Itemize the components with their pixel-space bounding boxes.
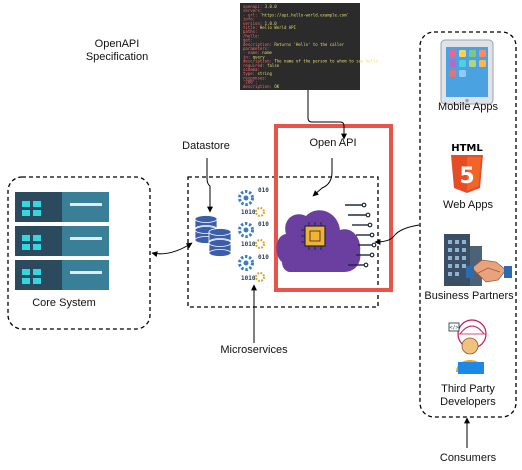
handshake-icon — [466, 259, 512, 283]
code-line: - name: name — [243, 50, 272, 55]
binary-text: 010 — [258, 221, 269, 228]
open-api-label: Open API — [309, 137, 357, 149]
code-line: description: OK — [243, 84, 280, 89]
code-line: type: string — [243, 71, 272, 76]
code-line: required: false — [243, 63, 280, 68]
code-line: description: The name of the person to w… — [243, 59, 378, 64]
connector-consumers-to-cloud — [374, 224, 420, 245]
code-line: title: Hello World API — [243, 25, 297, 30]
microservices-label: Microservices — [220, 344, 288, 356]
svg-text:HTML: HTML — [451, 143, 483, 154]
code-line: paths: — [243, 29, 257, 34]
code-line: - url: 'https://api.hello-world.example.… — [243, 12, 349, 17]
connector-spec-to-openapi — [307, 90, 347, 140]
core-system-box — [7, 176, 151, 330]
server-rack-icon — [15, 192, 109, 290]
cloud-chip-icon — [276, 202, 377, 272]
third-party-label-line2: Developers — [440, 396, 496, 408]
code-line: description: Returns 'Hello' to the call… — [243, 42, 345, 47]
code-line: /hello: — [243, 33, 260, 38]
connector-datastore-label-to-db — [206, 158, 213, 213]
third-party-label-line1: Third Party — [441, 383, 495, 395]
binary-text: 1010 — [241, 275, 256, 282]
gear-icon — [238, 190, 265, 282]
code-line: openapi: 3.0.0 — [243, 4, 277, 9]
office-building-icon — [444, 234, 482, 286]
openapi-spec-label: OpenAPI Specification — [82, 38, 152, 64]
third-party-developers-label: Third Party Developers — [426, 383, 510, 409]
code-line: get: — [243, 38, 253, 43]
binary-text: 010 — [258, 254, 269, 261]
web-apps-label: Web Apps — [443, 199, 493, 211]
code-line: info: — [243, 17, 255, 22]
code-line: servers: — [243, 8, 262, 13]
mobile-apps-label: Mobile Apps — [438, 101, 498, 113]
code-line: version: 1.0.0 — [243, 21, 277, 26]
binary-text: 1010 — [241, 209, 256, 216]
connector-openapi-to-cloud — [312, 158, 333, 197]
openapi-spec-label-line1: OpenAPI — [94, 38, 140, 50]
code-line: schema: — [243, 67, 260, 72]
code-line: '200': — [243, 80, 257, 85]
consumers-box — [419, 31, 517, 418]
openapi-spec-label-line2: Specification — [85, 51, 149, 63]
core-system-label: Core System — [32, 297, 96, 309]
developer-icon: </> — [448, 319, 487, 374]
database-icon — [194, 215, 232, 257]
datastore-label: Datastore — [182, 140, 230, 152]
code-line: parameters: — [243, 46, 270, 51]
svg-text:</>: </> — [449, 325, 458, 331]
svg-text:5: 5 — [459, 164, 474, 189]
binary-text: 1010 — [241, 241, 256, 248]
binary-text: 010 — [258, 187, 269, 194]
business-partners-label: Business Partners — [424, 290, 514, 302]
html5-icon: HTML 5 — [451, 143, 483, 193]
open-api-highlight-box — [274, 124, 393, 292]
code-line: responses: — [243, 75, 267, 80]
connector-core-to-db — [151, 242, 193, 258]
consumers-label: Consumers — [439, 452, 497, 464]
tablet-icon — [440, 39, 494, 105]
code-line: in: query — [243, 54, 265, 59]
